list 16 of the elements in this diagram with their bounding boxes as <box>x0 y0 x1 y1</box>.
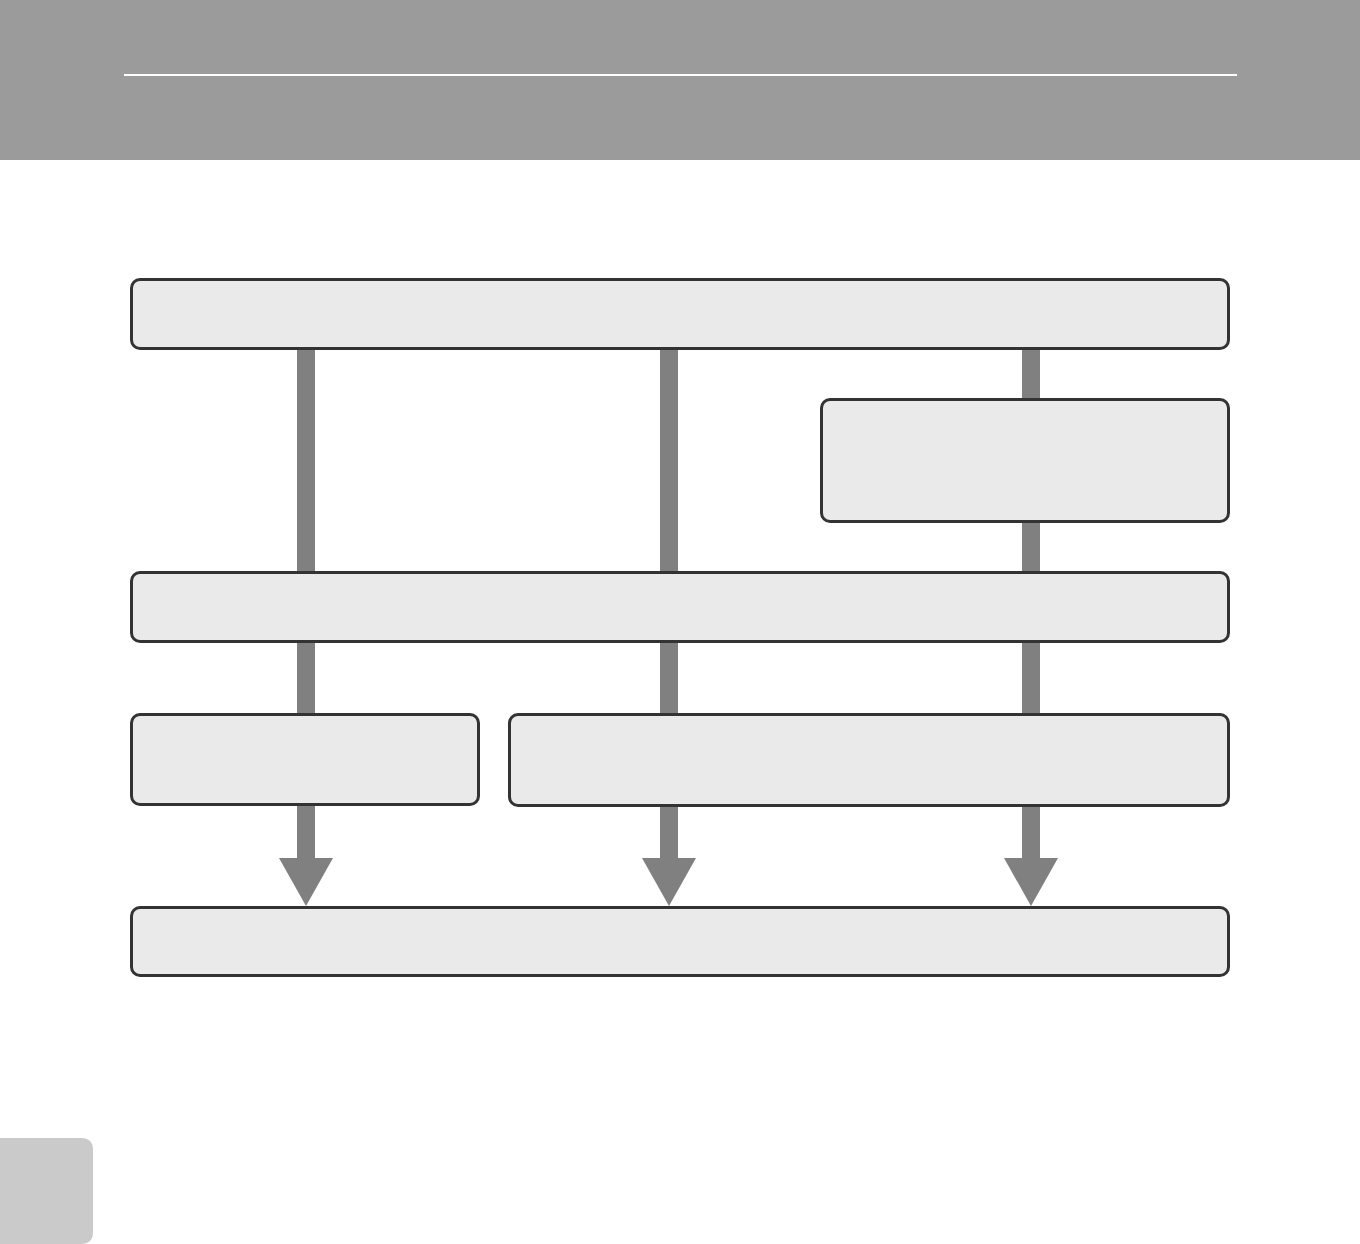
connector-line <box>1022 643 1040 713</box>
process-box <box>130 713 480 806</box>
arrow <box>1004 807 1058 906</box>
connector-line <box>1022 523 1040 571</box>
process-box <box>130 571 1230 643</box>
connector-line <box>660 643 678 713</box>
process-box <box>130 278 1230 350</box>
process-box <box>508 713 1230 807</box>
process-box <box>130 906 1230 977</box>
connector-line <box>297 350 315 571</box>
connector-line <box>660 350 678 571</box>
connector-line <box>297 643 315 713</box>
connector-line <box>1022 350 1040 398</box>
arrow <box>642 807 696 906</box>
arrow <box>279 806 333 906</box>
process-box <box>820 398 1230 523</box>
